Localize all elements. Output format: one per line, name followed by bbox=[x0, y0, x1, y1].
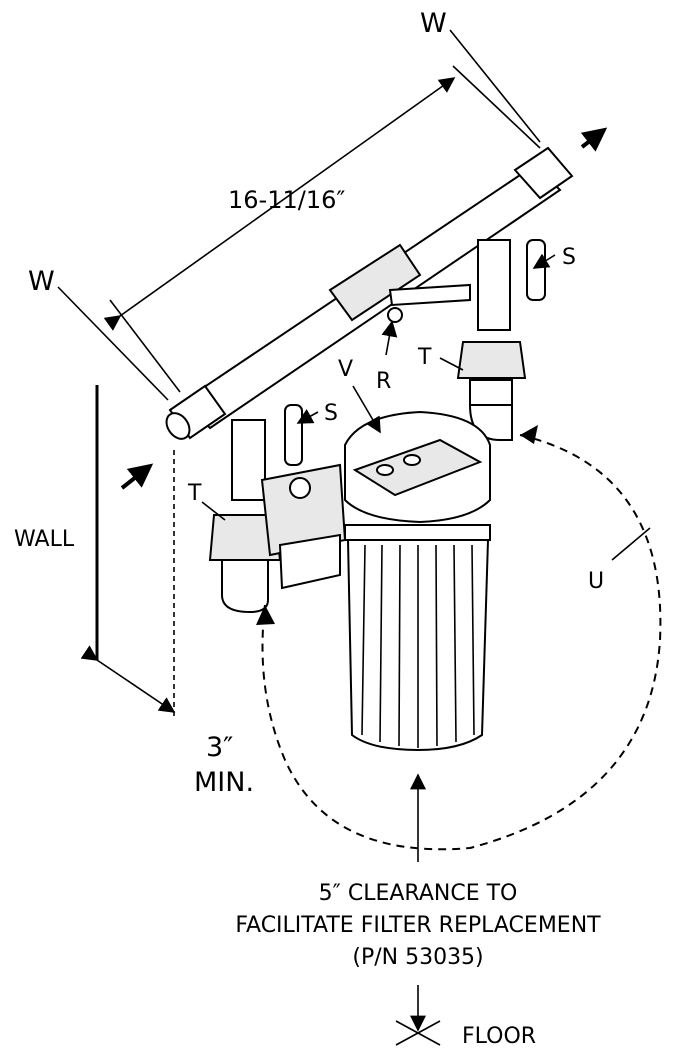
label-s-left: S bbox=[324, 401, 338, 426]
actuator-base bbox=[278, 533, 341, 590]
label-w-top: W bbox=[420, 8, 447, 39]
left-shutoff-handle bbox=[284, 404, 303, 466]
label-clearance-line2: FACILITATE FILTER REPLACEMENT bbox=[235, 913, 601, 938]
wall-offset-dimension bbox=[80, 645, 176, 713]
bypass-pipe-assembly bbox=[165, 146, 574, 614]
leader-t-left bbox=[201, 501, 226, 521]
label-dimension: 16-11/16″ bbox=[228, 186, 345, 214]
outlet-fitting bbox=[513, 146, 574, 200]
label-min-value: 3″ bbox=[206, 732, 233, 763]
leader-u bbox=[611, 527, 651, 561]
bypass-valve-body bbox=[328, 243, 422, 322]
clearance-arc-arrow-bottom bbox=[256, 605, 275, 625]
leader-v bbox=[352, 385, 381, 434]
filter-housing bbox=[344, 410, 491, 752]
leader-s-left bbox=[296, 409, 319, 424]
clearance-arc-arrow-top bbox=[520, 425, 538, 444]
label-clearance-line3: (P/N 53035) bbox=[352, 945, 483, 970]
inlet-end bbox=[165, 412, 191, 440]
inlet-flow-arrow bbox=[120, 463, 154, 490]
bypass-valve-handle bbox=[388, 283, 471, 307]
dimension-extension-left bbox=[109, 299, 181, 393]
label-u: U bbox=[588, 569, 604, 594]
left-elbow bbox=[221, 559, 269, 614]
actuator-knob bbox=[289, 477, 311, 499]
label-r: R bbox=[376, 369, 391, 394]
label-w-left: W bbox=[28, 266, 55, 297]
length-dimension bbox=[103, 65, 541, 393]
right-elbow-top bbox=[469, 379, 513, 406]
label-s-right: S bbox=[562, 245, 576, 270]
label-clearance-line1: 5″ CLEARANCE TO bbox=[319, 881, 518, 906]
leader-s-right bbox=[532, 253, 556, 269]
right-shutoff-handle bbox=[526, 239, 546, 301]
filter-bowl-ribs bbox=[361, 544, 475, 748]
dimension-line bbox=[103, 77, 456, 331]
label-floor: FLOOR bbox=[462, 1024, 536, 1049]
label-wall: WALL bbox=[14, 527, 75, 552]
label-min-suffix: MIN. bbox=[194, 767, 254, 798]
outlet-flow-arrow bbox=[580, 127, 608, 152]
label-v: V bbox=[338, 357, 353, 382]
leader-t-right bbox=[439, 357, 464, 371]
right-tee-nut bbox=[456, 341, 527, 379]
floor-mark-2 bbox=[395, 1020, 441, 1046]
left-drop-pipe bbox=[231, 419, 266, 501]
filter-collar bbox=[344, 524, 491, 541]
label-t-right: T bbox=[417, 345, 432, 370]
filter-head-port-2 bbox=[403, 454, 421, 466]
leader-w-left bbox=[57, 286, 169, 401]
clearance-arc bbox=[261, 434, 662, 851]
right-drop-pipe bbox=[477, 239, 511, 331]
leader-w-top bbox=[449, 29, 541, 143]
filter-head-top bbox=[352, 438, 483, 497]
leader-r bbox=[381, 320, 398, 356]
filter-head-port-1 bbox=[376, 464, 394, 476]
label-t-left: T bbox=[187, 481, 202, 506]
dimension-extension-right bbox=[452, 65, 541, 149]
bypass-valve-stem bbox=[387, 307, 403, 323]
